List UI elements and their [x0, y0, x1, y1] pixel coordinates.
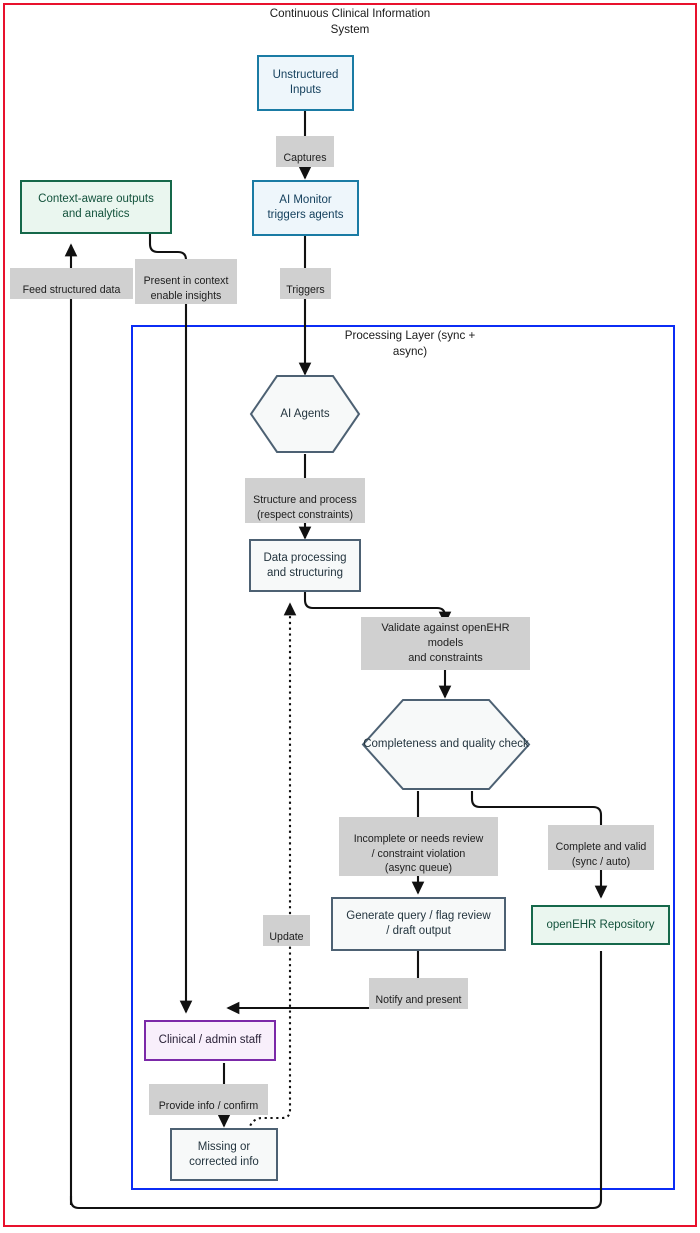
- edge-label-incomplete-needs-review: Incomplete or needs review / constraint …: [339, 817, 498, 877]
- edge-label-notify-and-present: Notify and present: [369, 978, 468, 1009]
- node-openehr-repository[interactable]: openEHR Repository: [531, 905, 670, 945]
- node-clinical-admin-staff-label: Clinical / admin staff: [158, 1034, 262, 1047]
- node-context-aware-outputs-label: Context-aware outputs and analytics: [38, 193, 154, 220]
- node-completeness-check[interactable]: Completeness and quality check: [361, 698, 531, 791]
- container-outer-system: [3, 3, 697, 1227]
- hexagon-shape: [361, 699, 531, 790]
- edge-label-complete-and-valid: Complete and valid (sync / auto): [548, 825, 654, 870]
- node-missing-corrected-info-label: Missing or corrected info: [189, 1140, 259, 1168]
- node-completeness-check-label: Completeness and quality check: [363, 738, 529, 751]
- edge-label-update: Update: [263, 915, 310, 946]
- node-openehr-repository-label: openEHR Repository: [546, 918, 655, 931]
- edge-label-provide-info-confirm: Provide info / confirm: [149, 1084, 268, 1115]
- node-ai-monitor[interactable]: AI Monitor triggers agents: [252, 180, 359, 236]
- node-generate-query-label: Generate query / flag review / draft out…: [346, 910, 491, 937]
- node-ai-monitor-label: AI Monitor triggers agents: [267, 194, 344, 221]
- edge-label-triggers: Triggers: [280, 268, 331, 299]
- edge-label-structure-and-process: Structure and process (respect constrain…: [245, 478, 365, 523]
- edge-label-captures: Captures: [276, 136, 334, 167]
- node-generate-query[interactable]: Generate query / flag review / draft out…: [331, 897, 506, 951]
- node-unstructured-inputs[interactable]: Unstructured Inputs: [257, 55, 354, 111]
- node-missing-corrected-info[interactable]: Missing or corrected info: [170, 1128, 278, 1181]
- node-data-processing[interactable]: Data processing and structuring: [249, 539, 361, 592]
- processing-layer-title: Processing Layer (sync + async): [344, 329, 476, 358]
- node-unstructured-inputs-label: Unstructured Inputs: [272, 69, 339, 96]
- outer-container-title: Continuous Clinical Information System: [269, 7, 431, 36]
- edge-label-feed-structured-data: Feed structured data: [10, 268, 133, 299]
- node-clinical-admin-staff[interactable]: Clinical / admin staff: [144, 1020, 276, 1061]
- hexagon-shape: [249, 375, 361, 453]
- edge-label-present-in-context: Present in context enable insights: [135, 259, 237, 304]
- node-validate-openehr: Validate against openEHR models and cons…: [361, 617, 530, 670]
- node-data-processing-label: Data processing and structuring: [263, 551, 347, 579]
- node-ai-agents-label: AI Agents: [280, 407, 330, 420]
- node-context-aware-outputs[interactable]: Context-aware outputs and analytics: [20, 180, 172, 234]
- node-ai-agents[interactable]: AI Agents: [249, 374, 361, 454]
